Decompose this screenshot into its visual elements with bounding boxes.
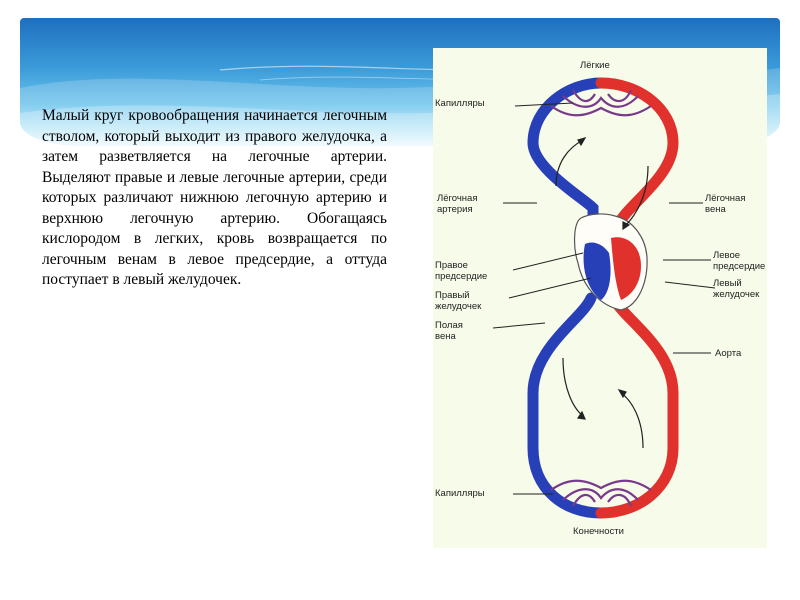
label-pulmonary-vein: Лёгочная вена (705, 193, 746, 215)
label-left-atrium: Левое предсердие (713, 250, 766, 272)
vena-cava-vessel (527, 292, 607, 519)
label-left-ventricle: Левый желудочек (713, 278, 760, 300)
circulation-diagram-graphic (492, 77, 716, 519)
label-aorta: Аорта (715, 348, 742, 359)
label-lungs: Лёгкие (580, 60, 610, 71)
label-pulmonary-artery: Лёгочная артерия (437, 193, 478, 215)
leader-lines (492, 102, 716, 495)
lung-capillaries (550, 89, 652, 117)
label-capillaries-top: Капилляры (435, 98, 485, 109)
left-heart-chambers (611, 237, 641, 300)
label-right-atrium: Правое предсердие (435, 260, 488, 282)
slide-body-text: Малый круг кровообращения начинается лег… (42, 107, 387, 288)
label-capillaries-bottom: Капилляры (435, 488, 485, 499)
label-limbs: Конечности (573, 526, 624, 537)
label-vena-cava: Полая вена (435, 320, 463, 342)
pulmonary-vein-vessel (595, 77, 679, 232)
pulmonary-artery-vessel (527, 77, 607, 229)
limb-capillaries (550, 479, 652, 507)
aorta-vessel (595, 294, 679, 519)
flow-arrows (555, 137, 649, 449)
right-heart-chambers (583, 242, 611, 300)
circulation-diagram: Лёгкие Капилляры Лёгочная артерия Лёгочн… (433, 48, 767, 548)
label-right-ventricle: Правый желудочек (435, 290, 482, 312)
